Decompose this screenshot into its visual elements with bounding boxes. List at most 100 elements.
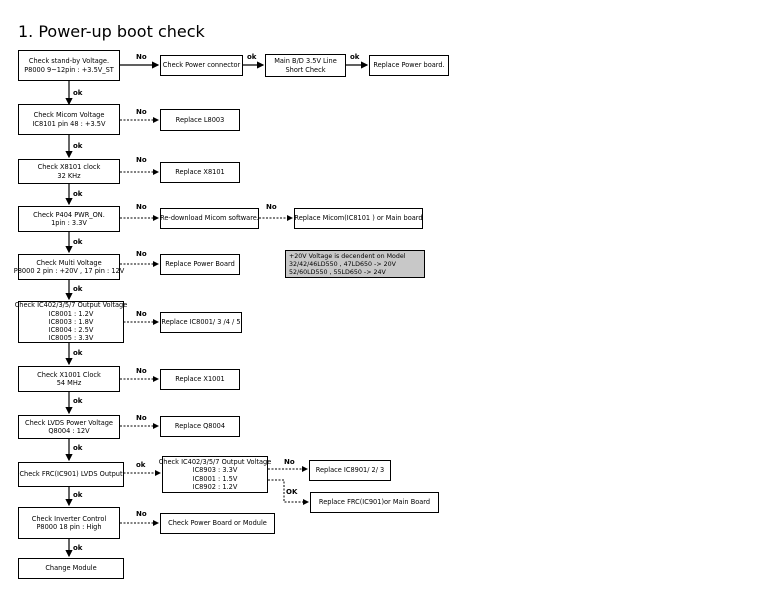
check-line: Check P404 PWR_ON. — [33, 210, 105, 219]
replace-ic8901: Replace IC8901/ 2/ 3 — [309, 460, 391, 481]
action-text: IC8001 : 1.5V — [192, 474, 238, 483]
check-line: IC8001 : 1.2V — [48, 309, 94, 318]
action-text: Replace IC8001/ 3 /4 / 5 — [161, 318, 241, 327]
label-ok-9: ok — [73, 491, 83, 499]
label-ok-5: ok — [73, 285, 83, 293]
label-no-8: No — [136, 414, 147, 422]
replace-frc-or-main: Replace FRC(IC901)or Main Board — [310, 492, 439, 513]
replace-ic8001: Replace IC8001/ 3 /4 / 5 — [160, 312, 242, 333]
label-no-6: No — [136, 310, 147, 318]
action-text: Replace X8101 — [175, 168, 225, 177]
label-ok-upper-frc: OK — [286, 488, 298, 496]
voltage-note: +20V Voltage is decendent on Model 32/42… — [285, 250, 425, 278]
label-no-frc: No — [284, 458, 295, 466]
check-ic402-output: Check IC402/3/5/7 Output Voltage IC8001 … — [15, 301, 127, 343]
action-text: Replace Power board. — [373, 61, 445, 70]
replace-x8101: Replace X8101 — [160, 162, 240, 183]
label-ok-4: ok — [73, 238, 83, 246]
check-lvds-power: Check LVDS Power Voltage Q8004 : 12V — [18, 415, 120, 439]
label-no-10: No — [136, 510, 147, 518]
check-x1001-clock: Check X1001 Clock 54 MHz — [18, 366, 120, 392]
frc-output-voltage-check: Check IC402/3/5/7 Output Voltage IC8903 … — [159, 456, 271, 493]
check-line: Check Inverter Control — [31, 514, 107, 523]
page-title: 1. Power-up boot check — [18, 22, 205, 41]
action-text: Replace Q8004 — [174, 422, 226, 431]
action-text: Check IC402/3/5/7 Output Voltage — [158, 458, 272, 467]
check-line: Check IC402/3/5/7 Output Voltage — [14, 301, 128, 310]
check-frc-lvds-output: Check FRC(IC901) LVDS Output — [18, 462, 124, 487]
check-line: Check Micom Voltage — [33, 111, 105, 120]
replace-micom-or-main: Replace Micom(IC8101 ) or Main board — [294, 208, 423, 229]
check-pwr-on: Check P404 PWR_ON. 1pin : 3.3V — [18, 206, 120, 232]
action-text: Replace L8003 — [175, 115, 225, 124]
label-ok-row1-b: ok — [350, 53, 360, 61]
redownload-micom-software: Re-download Micom software. — [160, 208, 259, 229]
action-text: Replace FRC(IC901)or Main Board — [318, 498, 431, 507]
check-x8101-clock: Check X8101 clock 32 KHz — [18, 159, 120, 184]
replace-x1001: Replace X1001 — [160, 369, 240, 390]
check-line: Check LVDS Power Voltage — [25, 418, 113, 427]
label-ok-3: ok — [73, 190, 83, 198]
change-module: Change Module — [18, 558, 124, 579]
arrow-ok-frc-b — [268, 479, 309, 505]
check-standby-voltage: Check stand-by Voltage. P8000 9~12pin : … — [18, 50, 120, 81]
note-line: +20V Voltage is decendent on Model — [289, 253, 406, 260]
check-line: Check Multi Voltage — [36, 258, 102, 267]
action-text: Replace Power Board — [165, 260, 235, 269]
label-no-2: No — [136, 108, 147, 116]
check-power-connector: Check Power connector — [160, 55, 243, 76]
action-text: IC8903 : 3.3V — [192, 466, 238, 475]
replace-l8003: Replace L8003 — [160, 109, 240, 131]
action-text: IC8902 : 1.2V — [192, 482, 238, 491]
label-ok-10: ok — [73, 544, 83, 552]
action-text: Main B/D 3.5V Line — [274, 57, 337, 66]
check-line: Check X8101 clock — [37, 163, 101, 172]
label-no-3: No — [136, 156, 147, 164]
action-text: Replace Micom(IC8101 ) or Main board — [294, 214, 423, 223]
check-line: IC8003 : 1.8V — [48, 317, 94, 326]
label-no-1: No — [136, 53, 147, 61]
check-multi-voltage: Check Multi Voltage P8000 2 pin : +20V ,… — [14, 254, 124, 280]
check-line: Check X1001 Clock — [37, 370, 101, 379]
check-line: 1pin : 3.3V — [51, 219, 87, 227]
main-bd-short-check: Main B/D 3.5V Line Short Check — [265, 54, 346, 77]
label-no-4: No — [136, 203, 147, 211]
label-ok-7: ok — [73, 397, 83, 405]
check-line: IC8005 : 3.3V — [48, 334, 94, 343]
label-no-7: No — [136, 367, 147, 375]
check-line: P8000 9~12pin : +3.5V_ST — [24, 65, 114, 74]
check-line: Q8004 : 12V — [48, 427, 90, 435]
action-text: Check Power connector — [162, 61, 241, 70]
action-text: Short Check — [285, 65, 326, 74]
note-line: 32/42/46LD550 , 47LD650 -> 20V — [289, 261, 396, 269]
check-inverter-control: Check Inverter Control P8000 18 pin : Hi… — [18, 507, 120, 539]
note-line: 52/60LD550 , 55LD650 -> 24V — [289, 269, 386, 277]
replace-power-board-2: Replace Power Board — [160, 254, 240, 275]
label-ok-8: ok — [73, 444, 83, 452]
action-text: Replace IC8901/ 2/ 3 — [315, 466, 385, 475]
check-line: 54 MHz — [56, 379, 82, 387]
label-ok-frc: ok — [136, 461, 146, 469]
check-line: IC8101 pin 48 : +3.5V — [32, 119, 106, 128]
action-text: Check Power Board or Module — [168, 519, 267, 528]
action-text: Replace X1001 — [175, 375, 225, 384]
label-ok-row1-a: ok — [247, 53, 257, 61]
action-text: Re-download Micom software. — [160, 214, 259, 223]
label-no-5: No — [136, 250, 147, 258]
check-line: 32 KHz — [57, 171, 81, 180]
label-ok-6: ok — [73, 349, 83, 357]
replace-power-board: Replace Power board. — [369, 55, 449, 76]
check-power-board-or-module: Check Power Board or Module — [160, 513, 275, 534]
check-line: Check stand-by Voltage. — [28, 57, 110, 66]
label-ok-1: ok — [73, 89, 83, 97]
replace-q8004: Replace Q8004 — [160, 416, 240, 437]
label-no-4b: No — [266, 203, 277, 211]
check-line: Check FRC(IC901) LVDS Output — [19, 470, 123, 479]
check-line: P8000 2 pin : +20V , 17 pin : 12V — [13, 267, 125, 275]
check-line: P8000 18 pin : High — [36, 523, 102, 531]
check-line: IC8004 : 2.5V — [48, 326, 94, 335]
check-micom-voltage: Check Micom Voltage IC8101 pin 48 : +3.5… — [18, 104, 120, 135]
check-line: Change Module — [45, 564, 97, 573]
label-ok-2: ok — [73, 142, 83, 150]
